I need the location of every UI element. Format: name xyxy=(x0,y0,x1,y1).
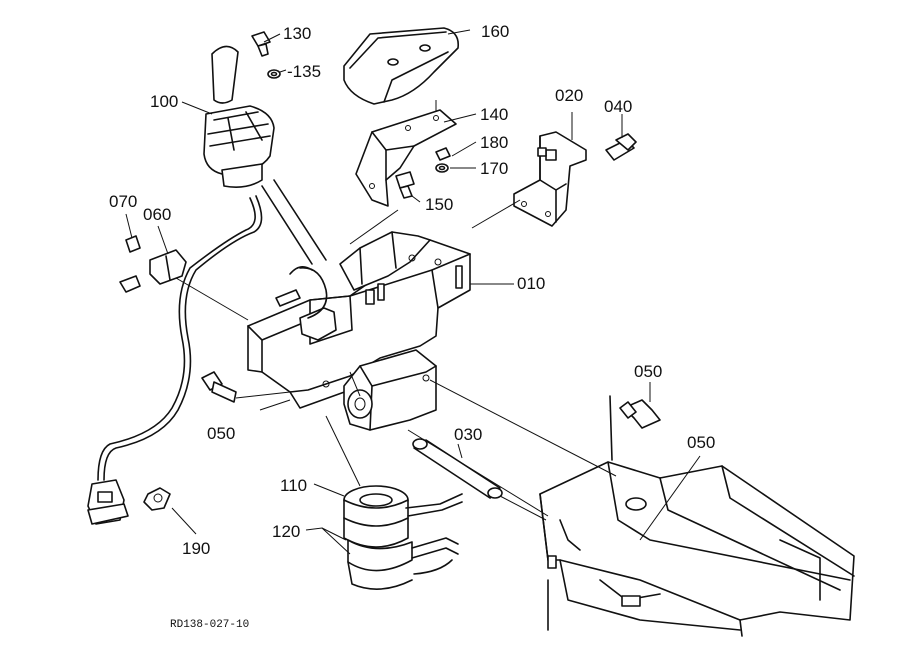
callout-140[interactable]: 140 xyxy=(480,105,508,124)
callout-010[interactable]: 010 xyxy=(517,274,545,293)
lever-shaft xyxy=(261,179,327,265)
joystick-lever[interactable] xyxy=(203,45,275,188)
bolt-050-upper[interactable] xyxy=(619,399,661,429)
pivot-wire xyxy=(289,266,328,319)
callout-160[interactable]: 160 xyxy=(481,22,509,41)
harness-cable-inner xyxy=(97,197,256,481)
wing-nut-190[interactable] xyxy=(143,487,171,511)
callout-050-upper[interactable]: 050 xyxy=(634,362,662,381)
bracket-140[interactable] xyxy=(355,109,457,207)
lever-housing[interactable] xyxy=(343,349,437,431)
bolt-130[interactable] xyxy=(251,31,271,57)
clamp-120[interactable] xyxy=(347,493,463,590)
callout-030[interactable]: 030 xyxy=(454,425,482,444)
harness-cable xyxy=(103,195,263,481)
bolt-040[interactable] xyxy=(605,133,637,161)
pivot-pin xyxy=(275,289,301,307)
callout-050-left[interactable]: 050 xyxy=(207,424,235,443)
callout-labels: 130 -135 160 100 140 020 040 180 170 150… xyxy=(109,22,715,558)
chassis-frame xyxy=(539,395,855,637)
screw-070[interactable] xyxy=(125,235,141,253)
cover-160[interactable] xyxy=(343,27,460,105)
rod-030[interactable] xyxy=(412,438,503,499)
washer-135[interactable] xyxy=(267,69,281,79)
bolt-050-left[interactable] xyxy=(201,371,237,403)
boot-110[interactable] xyxy=(343,485,409,548)
bolt-150[interactable] xyxy=(395,171,415,199)
harness-connector[interactable] xyxy=(87,479,129,525)
callout-070[interactable]: 070 xyxy=(109,192,137,211)
leader-lines xyxy=(125,29,701,555)
callout-150[interactable]: 150 xyxy=(425,195,453,214)
callout-100[interactable]: 100 xyxy=(150,92,178,111)
switch-060[interactable] xyxy=(119,249,187,293)
washer-170[interactable] xyxy=(435,163,449,173)
pivot-block xyxy=(299,307,337,341)
callout-120[interactable]: 120 xyxy=(272,522,300,541)
callout-135[interactable]: -135 xyxy=(287,62,321,81)
main-bracket-010[interactable] xyxy=(247,231,471,409)
callout-060[interactable]: 060 xyxy=(143,205,171,224)
bracket-020[interactable] xyxy=(513,131,587,227)
assembly-lines xyxy=(175,100,617,521)
drawing-code: RD138-027-10 xyxy=(170,619,249,631)
callout-110[interactable]: 110 xyxy=(280,476,307,495)
callout-190[interactable]: 190 xyxy=(182,539,210,558)
callout-040[interactable]: 040 xyxy=(604,97,632,116)
callout-050-lower[interactable]: 050 xyxy=(687,433,715,452)
callout-180[interactable]: 180 xyxy=(480,133,508,152)
callout-020[interactable]: 020 xyxy=(555,86,583,105)
callout-130[interactable]: 130 xyxy=(283,24,311,43)
callout-170[interactable]: 170 xyxy=(480,159,508,178)
nut-180[interactable] xyxy=(435,147,451,161)
